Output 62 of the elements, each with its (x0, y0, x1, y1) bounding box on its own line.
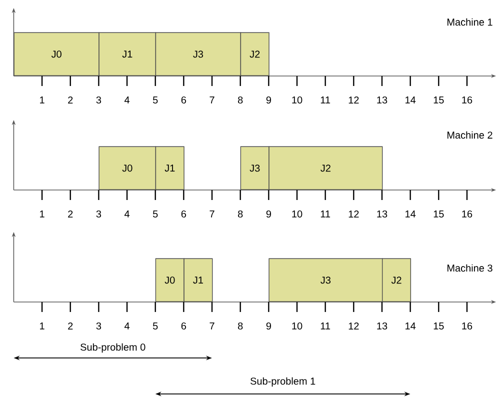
job-bar: J1 (155, 146, 184, 190)
tick-label: 1 (40, 210, 44, 218)
tick-label: 8 (238, 96, 243, 104)
tick-label: 13 (377, 96, 388, 104)
tick-label: 14 (406, 210, 416, 218)
tick-label: 1 (40, 322, 44, 330)
tick-label: 4 (124, 96, 130, 104)
tick-label: 9 (266, 96, 271, 104)
job-bar: J0 (14, 32, 100, 76)
job-bar: J0 (155, 258, 184, 302)
tick-label: 15 (434, 322, 444, 330)
span-label: Sub-problem 1 (250, 377, 316, 387)
tick-label: 7 (210, 210, 214, 218)
tick-label: 10 (292, 210, 302, 218)
tick-label: 7 (210, 322, 214, 330)
tick-label: 10 (292, 96, 302, 104)
job-bar: J3 (240, 146, 270, 190)
tick-label: 5 (152, 322, 158, 330)
tick-label: 10 (292, 322, 302, 330)
machine-label: Machine 3 (447, 264, 492, 272)
tick-label: 2 (68, 96, 73, 104)
tick-label: 16 (462, 322, 472, 330)
span-label: Sub-problem 0 (80, 343, 146, 353)
tick-label: 5 (152, 210, 158, 218)
tick-label: 15 (434, 96, 444, 104)
tick-label: 16 (462, 210, 472, 218)
tick-label: 3 (96, 210, 102, 218)
tick-label: 6 (181, 96, 186, 104)
job-bar: J2 (240, 32, 270, 76)
tick-label: 13 (377, 322, 388, 330)
tick-label: 6 (181, 322, 186, 330)
tick-label: 12 (348, 96, 359, 104)
tick-label: 3 (96, 96, 102, 104)
job-bar: J0 (98, 146, 156, 190)
tick-label: 5 (152, 96, 158, 104)
tick-label: 8 (238, 322, 243, 330)
tick-label: 14 (406, 96, 416, 104)
tick-label: 15 (434, 210, 444, 218)
tick-label: 6 (181, 210, 186, 218)
machine-label: Machine 1 (447, 18, 492, 26)
job-bar: J1 (184, 258, 213, 302)
tick-label: 9 (266, 210, 271, 218)
tick-label: 3 (96, 322, 102, 330)
tick-label: 2 (68, 210, 73, 218)
tick-label: 4 (124, 322, 130, 330)
tick-label: 11 (320, 210, 330, 218)
tick-label: 11 (320, 96, 330, 104)
job-bar: J1 (98, 32, 156, 76)
tick-label: 13 (377, 210, 388, 218)
tick-label: 4 (124, 210, 130, 218)
job-bar: J2 (382, 258, 412, 302)
machine-label: Machine 2 (447, 131, 492, 139)
tick-label: 11 (320, 322, 330, 330)
tick-label: 12 (348, 210, 359, 218)
tick-label: 16 (462, 96, 472, 104)
tick-label: 8 (238, 210, 243, 218)
tick-label: 1 (40, 96, 44, 104)
tick-label: 12 (348, 322, 359, 330)
tick-label: 9 (266, 322, 271, 330)
tick-label: 2 (68, 322, 73, 330)
tick-label: 14 (406, 322, 416, 330)
tick-label: 7 (210, 96, 214, 104)
